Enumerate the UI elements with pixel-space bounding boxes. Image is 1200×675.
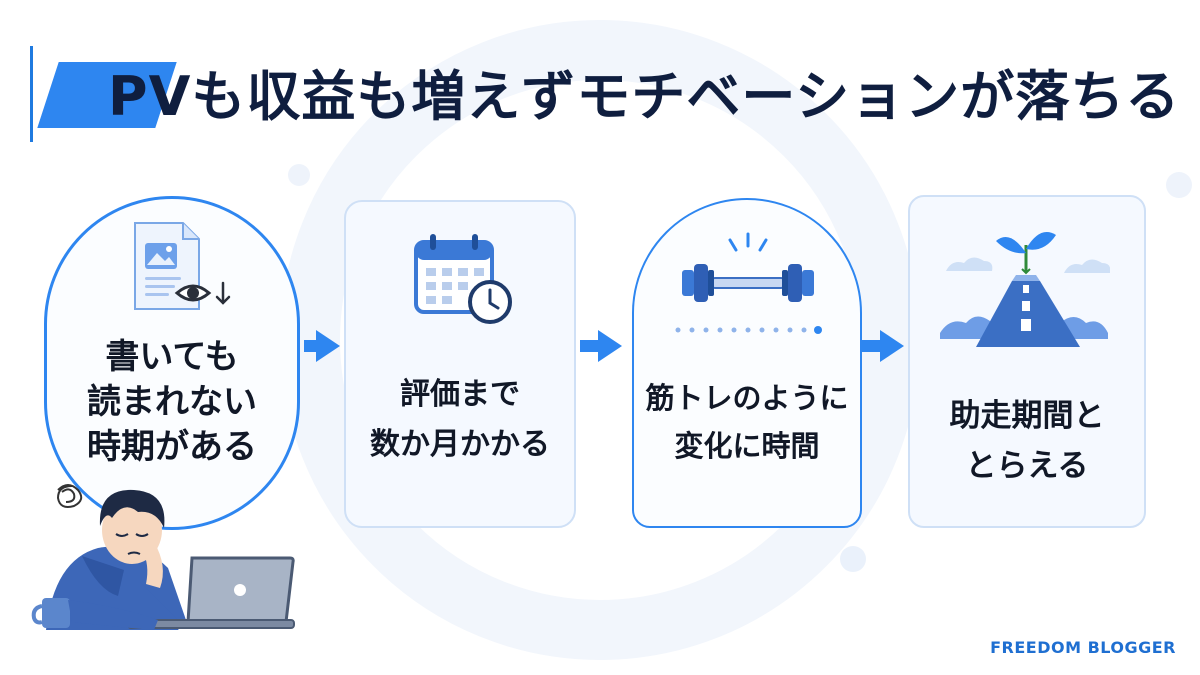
page-title: PVも収益も増えずモチベーションが落ちる [108, 65, 1181, 128]
step-line: 書いても [105, 337, 239, 377]
calendar-clock-icon [414, 234, 512, 324]
step-line: 変化に時間 [674, 429, 820, 463]
title-rule [30, 46, 33, 142]
step-card-4: 助走期間と とらえる [908, 195, 1146, 528]
step-line: 評価まで [400, 377, 520, 412]
next-arrow-icon [880, 330, 904, 362]
tired-blogger-illustration [31, 484, 295, 630]
step-line: 数か月かかる [370, 427, 550, 462]
next-arrow-icon [316, 330, 340, 362]
step-line: 筋トレのように [645, 381, 849, 415]
step-line: 読まれない [87, 382, 257, 422]
step-card-2: 評価まで 数か月かかる [344, 200, 576, 528]
arrow-shaft [304, 340, 318, 352]
background-dot [288, 164, 310, 186]
step-line: 助走期間と [949, 398, 1105, 434]
sprout-road-icon [940, 232, 1110, 347]
step-text-3: 筋トレのように 変化に時間 [634, 374, 860, 470]
arrow-shaft [580, 340, 600, 352]
arrow-shaft [862, 340, 882, 352]
step-text-4: 助走期間と とらえる [910, 391, 1144, 491]
step-text-2: 評価まで 数か月かかる [346, 370, 574, 470]
background-dot [840, 546, 866, 572]
step-line: とらえる [965, 448, 1089, 484]
document-eye-icon [134, 222, 231, 310]
step-line: 時期がある [87, 427, 257, 467]
headline: PVも収益も増えずモチベーションが落ちる [0, 0, 1200, 160]
dumbbell-icon [675, 232, 822, 334]
brand-wordmark: FREEDOM BLOGGER [990, 638, 1176, 657]
step-text-1: 書いても 読まれない 時期がある [47, 335, 297, 470]
step-card-1: 書いても 読まれない 時期がある [44, 196, 300, 530]
next-arrow-icon [598, 330, 622, 362]
step-card-3: 筋トレのように 変化に時間 [632, 198, 862, 528]
background-dot [1166, 172, 1192, 198]
